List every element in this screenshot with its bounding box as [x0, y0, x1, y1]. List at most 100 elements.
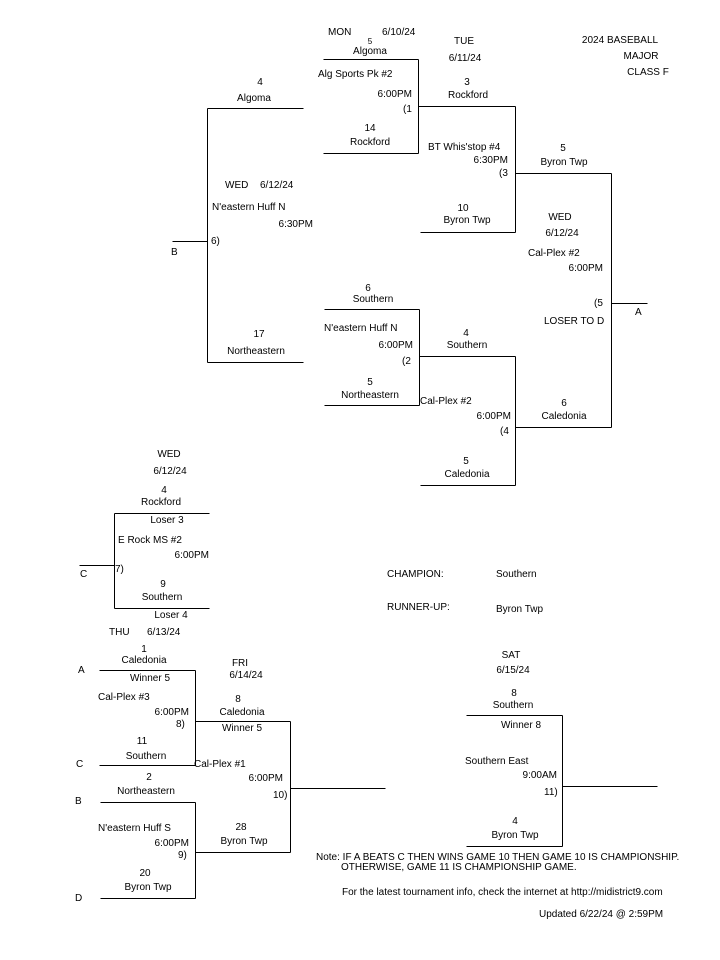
game5-team2-name: Caledonia: [541, 411, 587, 422]
game6-team1-name: Algoma: [237, 93, 271, 104]
game5-team1-name: Byron Twp: [540, 157, 588, 168]
game5-team2-seed: 6: [561, 398, 567, 409]
game2-team2-seed: 5: [367, 377, 373, 388]
game11-team1-from: Winner 8: [500, 720, 542, 731]
game4-team1-seed: 4: [463, 328, 469, 339]
game5-team1-seed: 5: [560, 143, 566, 154]
game1-day: MON: [328, 27, 352, 38]
game8-location: Cal-Plex #3: [98, 692, 150, 703]
game9-team1-seed: 2: [146, 772, 152, 783]
game11-team2-seed: 4: [512, 816, 518, 827]
game5-day: WED: [548, 212, 572, 223]
game2-number: (2: [402, 356, 411, 367]
game7-winner-letter: C: [80, 569, 88, 580]
game10-team1-seed: 8: [235, 694, 241, 705]
game5-date: 6/12/24: [545, 228, 579, 239]
game6-number: 6): [211, 236, 220, 247]
game5-time: 6:00PM: [568, 263, 603, 274]
game8-team2-seed: 11: [136, 736, 148, 747]
title-line-1: 2024 BASEBALL: [581, 35, 659, 46]
game1-number: (1: [403, 104, 412, 115]
game1-location: Alg Sports Pk #2: [318, 69, 393, 80]
game11-team2-name: Byron Twp: [491, 830, 539, 841]
game10-number: 10): [273, 790, 288, 801]
game8-letter-c: C: [76, 759, 84, 770]
game3-day: TUE: [454, 36, 474, 47]
game7-team2-name: Southern: [141, 592, 183, 603]
game11-date: 6/15/24: [496, 665, 530, 676]
runnerup-label: RUNNER-UP:: [387, 602, 450, 613]
game7-number: 7): [115, 564, 124, 575]
game9-letter-d: D: [75, 893, 83, 904]
title-line-3: CLASS F: [627, 67, 669, 78]
game3-date: 6/11/24: [448, 53, 482, 64]
game8-team1-seed: 1: [141, 644, 147, 655]
game7-team1-name: Rockford: [140, 497, 182, 508]
game7-team2-seed: 9: [160, 579, 166, 590]
game3-team1-name: Rockford: [447, 90, 489, 101]
game7-time: 6:00PM: [174, 550, 209, 561]
game10-time: 6:00PM: [248, 773, 283, 784]
game11-number: 11): [544, 787, 558, 798]
game1-team2-name: Rockford: [349, 137, 391, 148]
game4-team2-seed: 5: [463, 456, 469, 467]
game9-location: N'eastern Huff S: [98, 823, 171, 834]
game3-number: (3: [499, 168, 508, 179]
game6-date: 6/12/24: [260, 180, 294, 191]
game1-team1-name: Algoma: [353, 46, 387, 57]
game11-team1-name: Southern: [492, 700, 534, 711]
game9-team2-seed: 20: [139, 868, 151, 879]
game11-day: SAT: [501, 650, 521, 661]
game2-team1-name: Southern: [352, 294, 394, 305]
game7-team1-seed: 4: [161, 485, 167, 496]
updated-line: Updated 6/22/24 @ 2:59PM: [539, 909, 664, 920]
runnerup-value: Byron Twp: [496, 604, 544, 615]
game10-team1-from: Winner 5: [221, 723, 263, 734]
game4-team2-name: Caledonia: [444, 469, 490, 480]
game8-letter-a: A: [78, 665, 85, 676]
game6-team2-name: Northeastern: [227, 346, 285, 357]
game11-time: 9:00AM: [522, 770, 557, 781]
game3-team2-seed: 10: [457, 203, 469, 214]
game1-team2-seed: 14: [364, 123, 376, 134]
game4-time: 6:00PM: [476, 411, 511, 422]
game9-team1-name: Northeastern: [117, 786, 175, 797]
game5-loser-note: LOSER TO D: [544, 316, 605, 327]
game1-team1-seed: 5: [367, 37, 373, 46]
game8-team1-from: Winner 5: [129, 673, 171, 684]
game5-number: (5: [594, 298, 603, 309]
game8-number: 8): [176, 719, 185, 730]
game4-team1-name: Southern: [446, 340, 488, 351]
game10-team1-name: Caledonia: [219, 707, 265, 718]
game1-time: 6:00PM: [377, 89, 412, 100]
title-line-2: MAJOR: [623, 51, 659, 62]
game10-date: 6/14/24: [229, 670, 263, 681]
game2-team2-name: Northeastern: [341, 390, 399, 401]
game5-location: Cal-Plex #2: [528, 248, 580, 259]
champion-label: CHAMPION:: [387, 569, 444, 580]
game2-location: N'eastern Huff N: [324, 323, 398, 334]
game5-winner-letter: A: [635, 307, 642, 318]
game6-winner-letter: B: [171, 247, 178, 258]
game9-time: 6:00PM: [154, 838, 189, 849]
game7-team2-from: Loser 4: [154, 610, 188, 621]
game4-location: Cal-Plex #2: [420, 396, 472, 407]
game10-day: FRI: [231, 658, 249, 669]
game1-date: 6/10/24: [382, 27, 416, 38]
game7-day: WED: [157, 449, 181, 460]
game8-date: 6/13/24: [147, 627, 181, 638]
champion-value: Southern: [496, 569, 537, 580]
info-line: For the latest tournament info, check th…: [342, 887, 663, 898]
game11-team1-seed: 8: [511, 688, 517, 699]
game4-number: (4: [500, 426, 509, 437]
note-line-1: Note: IF A BEATS C THEN WINS GAME 10 THE…: [316, 852, 680, 863]
game9-team2-name: Byron Twp: [124, 882, 172, 893]
game6-location: N'eastern Huff N: [212, 202, 286, 213]
game10-team2-seed: 28: [235, 822, 247, 833]
game6-team1-seed: 4: [257, 77, 263, 88]
game6-team2-seed: 17: [253, 329, 265, 340]
game7-team1-from: Loser 3: [150, 515, 184, 526]
game6-day: WED: [225, 180, 249, 191]
